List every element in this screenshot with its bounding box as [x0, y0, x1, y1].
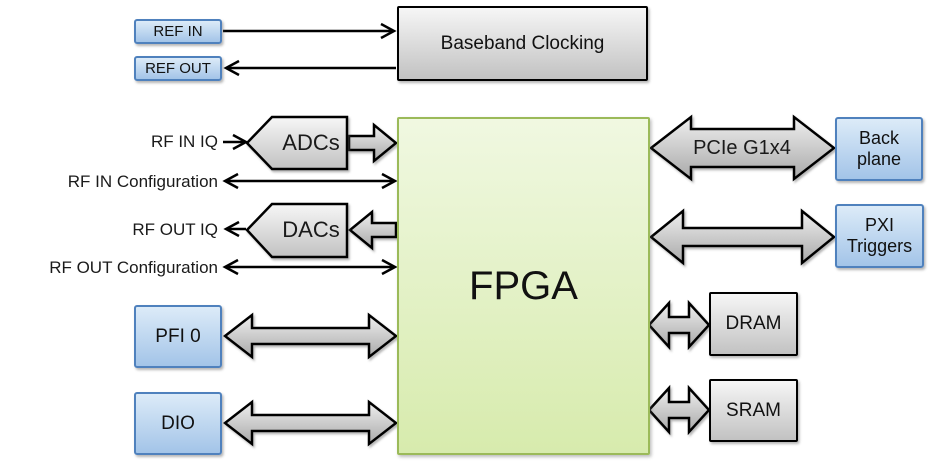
dacs-shape — [245, 202, 349, 259]
pfi0-fpga-block-arrow — [222, 312, 399, 360]
dio-box: DIO — [134, 392, 222, 455]
fpga-to-dac-block-arrow — [348, 209, 398, 251]
rf-in-config-arrowhead-left — [222, 172, 239, 190]
rf-out-iq-label: RF OUT IQ — [132, 220, 218, 239]
back-plane-label: Back plane — [856, 128, 902, 169]
pcie-bus-label: PCIe G1x4 — [693, 137, 791, 159]
rf-in-config-arrowhead-right — [381, 172, 398, 190]
baseband-clocking-box: Baseband Clocking — [397, 6, 648, 81]
pxi-block-arrow — [649, 208, 836, 266]
fpga-label: FPGA — [469, 263, 578, 308]
sram-label: SRAM — [726, 399, 781, 421]
ref-in-box: REF IN — [134, 19, 222, 44]
pxi-triggers-box: PXI Triggers — [835, 204, 924, 268]
pfi0-label: PFI 0 — [155, 325, 201, 347]
ref-out-box: REF OUT — [134, 56, 222, 81]
sram-block-arrow — [647, 384, 711, 436]
ref-in-arrowhead — [380, 22, 397, 40]
dio-label: DIO — [161, 412, 195, 434]
dio-fpga-block-arrow — [222, 399, 399, 447]
ref-out-arrowhead — [223, 59, 240, 77]
rf-in-configuration-label: RF IN Configuration — [67, 172, 218, 191]
fpga-box: FPGA — [397, 117, 650, 455]
pxi-triggers-label: PXI Triggers — [846, 215, 913, 256]
ref-out-label: REF OUT — [145, 60, 211, 77]
rf-out-configuration-label: RF OUT Configuration — [49, 258, 218, 277]
ref-in-label: REF IN — [153, 23, 203, 40]
baseband-clocking-label: Baseband Clocking — [440, 32, 605, 54]
rf-in-iq-label: RF IN IQ — [150, 132, 218, 151]
pcie-block-arrow — [648, 114, 837, 182]
adcs-shape — [245, 115, 349, 171]
rf-out-iq-arrowhead — [223, 220, 240, 238]
sram-box: SRAM — [709, 379, 798, 442]
adc-to-fpga-block-arrow — [347, 122, 398, 164]
pfi0-box: PFI 0 — [134, 305, 222, 368]
rf-out-config-arrowhead-left — [222, 258, 239, 276]
rf-in-iq-arrowhead — [232, 133, 249, 151]
dram-label: DRAM — [725, 313, 782, 334]
rf-out-config-arrowhead-right — [381, 258, 398, 276]
dram-box: DRAM — [709, 292, 798, 356]
adcs-label: ADCs — [282, 130, 340, 155]
back-plane-box: Back plane — [835, 117, 923, 181]
thin-signal-lines — [222, 22, 398, 276]
dacs-label: DACs — [282, 217, 340, 242]
dram-block-arrow — [647, 299, 711, 351]
